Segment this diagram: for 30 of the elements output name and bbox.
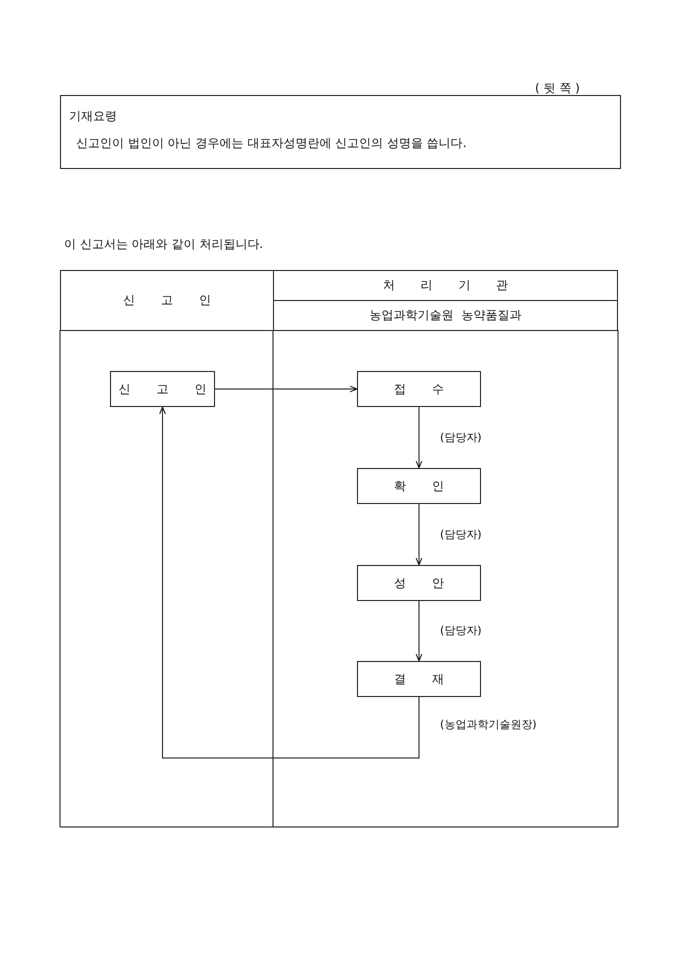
node-label: 농업과학기술원 농약품질과 xyxy=(370,307,522,324)
arrow xyxy=(416,600,422,662)
process-box xyxy=(357,661,481,697)
process-box xyxy=(357,371,481,407)
instruction-text: 신고인이 법인이 아닌 경우에는 대표자성명란에 신고인의 성명을 씁니다. xyxy=(76,135,468,152)
process-box xyxy=(357,468,481,504)
arrow xyxy=(159,406,420,758)
table-header-cell xyxy=(273,300,618,331)
process-box xyxy=(357,565,481,601)
node-label: 접 수 xyxy=(394,380,444,398)
instruction-heading: 기재요령 xyxy=(69,108,118,125)
node-label: 처 리 기 관 xyxy=(382,277,508,294)
page-marker: ( 뒷 쪽 ) xyxy=(535,80,580,97)
edge-label: (담당자) xyxy=(439,430,483,444)
node-label: 신 고 인 xyxy=(123,292,211,309)
table-header-cell xyxy=(60,270,274,331)
table-header-cell xyxy=(273,270,618,301)
process-box xyxy=(110,371,215,407)
edge-label: (농업과학기술원장) xyxy=(439,717,538,732)
node-label: 신 고 인 xyxy=(118,380,206,398)
node-label: 성 안 xyxy=(394,574,444,592)
instruction-box xyxy=(60,95,621,169)
intro-text: 이 신고서는 아래와 같이 처리됩니다. xyxy=(64,236,264,253)
node-label: 확 인 xyxy=(394,478,444,494)
arrow xyxy=(416,504,422,566)
edge-label: (담당자) xyxy=(439,526,483,542)
edge-label: (담당자) xyxy=(439,623,483,638)
arrow xyxy=(214,386,358,392)
arrow xyxy=(416,406,422,469)
node-label: 결 재 xyxy=(394,670,444,688)
